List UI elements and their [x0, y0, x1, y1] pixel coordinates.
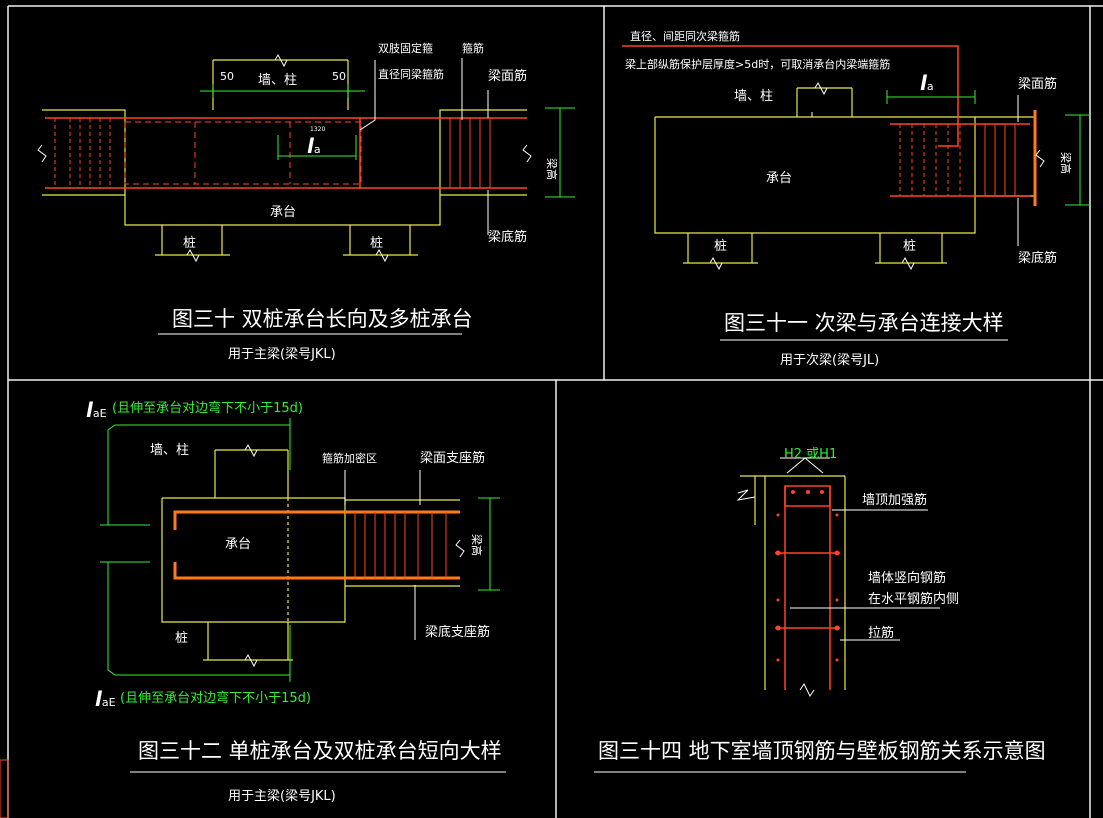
fig32-lae-top-note: (且伸至承台对边弯下不小于15d): [112, 400, 303, 416]
fig30-beam-bottom: 梁底筋: [488, 229, 527, 245]
fig30-small-dim: 1320: [310, 126, 325, 133]
fig30-stirrup: 箍筋: [462, 41, 484, 55]
fig30-pile-left: 桩: [183, 236, 196, 251]
fig31-beam-top: 梁面筋: [1018, 76, 1057, 92]
fig32-note: 用于主梁(梁号JKL): [228, 789, 336, 804]
fig32-beam-top-support: 梁面支座筋: [420, 450, 485, 466]
fig31-la: la: [920, 71, 934, 95]
panel-frames: [7, 5, 1103, 818]
fig34-vertical-1: 墙体竖向钢筋: [868, 570, 946, 586]
fig30-dim-50-left: 50: [220, 70, 234, 83]
fig34-wall-top-rebar: 墙顶加强筋: [862, 492, 927, 508]
fig31-pile-left: 桩: [714, 239, 727, 254]
fig32-lae-top: laE: [86, 398, 107, 422]
fig32-pile: 桩: [175, 631, 188, 646]
fig32-beam-bottom-support: 梁底支座筋: [425, 624, 490, 640]
fig34-elev: H2 或H1: [784, 447, 837, 462]
fig30-beam-top: 梁面筋: [488, 68, 527, 84]
corner-mark: [0, 759, 9, 818]
fig30-dim-50-right: 50: [332, 70, 346, 83]
fig31-beam-height: 梁高: [1059, 152, 1073, 174]
fig30-note: 用于主梁(梁号JKL): [228, 347, 336, 362]
fig32-lae-bottom-note: (且伸至承台对边弯下不小于15d): [120, 690, 311, 706]
fig32-wall-col: 墙、柱: [150, 443, 189, 458]
fig30-fix-stirrup-2: 直径同梁箍筋: [378, 67, 444, 81]
fig32-stirrup-dense: 箍筋加密区: [322, 451, 377, 465]
fig31-beam-bottom: 梁底筋: [1018, 250, 1057, 266]
fig30-pile-right: 桩: [370, 236, 383, 251]
fig31-caption: 图三十一 次梁与承台连接大样: [724, 311, 1004, 335]
fig30-caption: 图三十 双桩承台长向及多桩承台: [172, 307, 473, 331]
fig30-label-wall-col: 墙、柱: [258, 73, 297, 88]
fig30-fix-stirrup-1: 双肢固定箍: [378, 41, 433, 55]
fig32-lae-bottom: laE: [95, 687, 116, 711]
fig31-note: 用于次梁(梁号JL): [780, 352, 879, 368]
fig31-header-1: 直径、间距同次梁箍筋: [630, 29, 740, 43]
fig30-drawing: 墙、柱 50 50 双肢固定箍 直径同梁箍筋 箍筋 梁面筋 梁底筋 承台 桩 桩…: [37, 41, 575, 362]
fig34-tie: 拉筋: [868, 625, 894, 641]
fig30-beam-height: 梁高: [545, 158, 559, 180]
fig34-caption: 图三十四 地下室墙顶钢筋与壁板钢筋关系示意图: [598, 739, 1046, 763]
fig31-drawing: 直径、间距同次梁箍筋 梁上部纵筋保护层厚度>5d时，可取消承台内梁端箍筋 墙、柱…: [622, 29, 1090, 368]
fig32-caption: 图三十二 单桩承台及双桩承台短向大样: [138, 739, 502, 763]
fig31-wall-col: 墙、柱: [734, 89, 773, 104]
fig34-vertical-2: 在水平钢筋内侧: [868, 591, 959, 607]
fig32-beam-height: 梁高: [470, 534, 484, 556]
fig32-cap: 承台: [225, 537, 251, 552]
fig31-pile-right: 桩: [903, 239, 916, 254]
fig30-cap: 承台: [270, 205, 296, 220]
fig34-drawing: H2 或H1 墙顶加强筋 墙体竖向钢筋 在水平钢筋内侧 拉筋 图三十四 地下室墙…: [594, 447, 1046, 773]
fig32-drawing: laE (且伸至承台对边弯下不小于15d) laE (且伸至承台对边弯下不小于1…: [86, 398, 506, 804]
fig31-header-2: 梁上部纵筋保护层厚度>5d时，可取消承台内梁端箍筋: [625, 57, 890, 71]
fig30-la: la: [307, 134, 321, 158]
fig31-cap: 承台: [766, 171, 792, 186]
